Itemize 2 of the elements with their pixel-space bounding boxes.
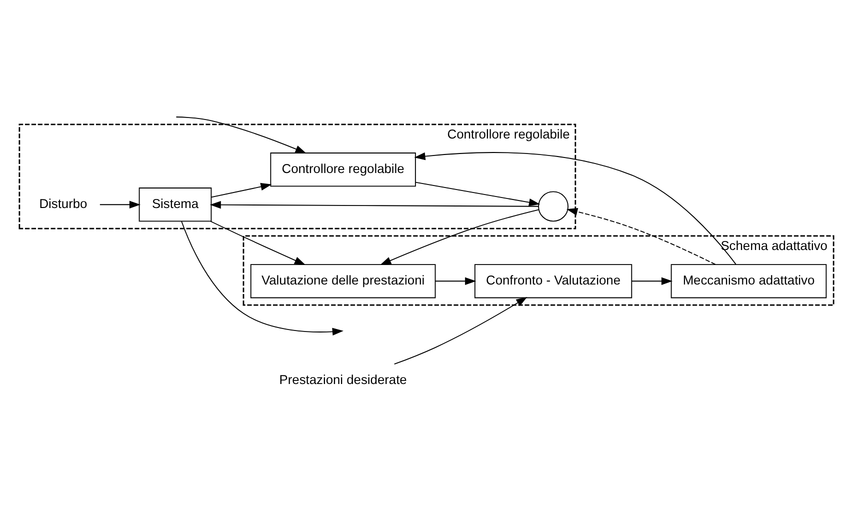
node-text: Prestazioni desiderate [279, 372, 407, 388]
node-text: Disturbo [39, 196, 88, 212]
